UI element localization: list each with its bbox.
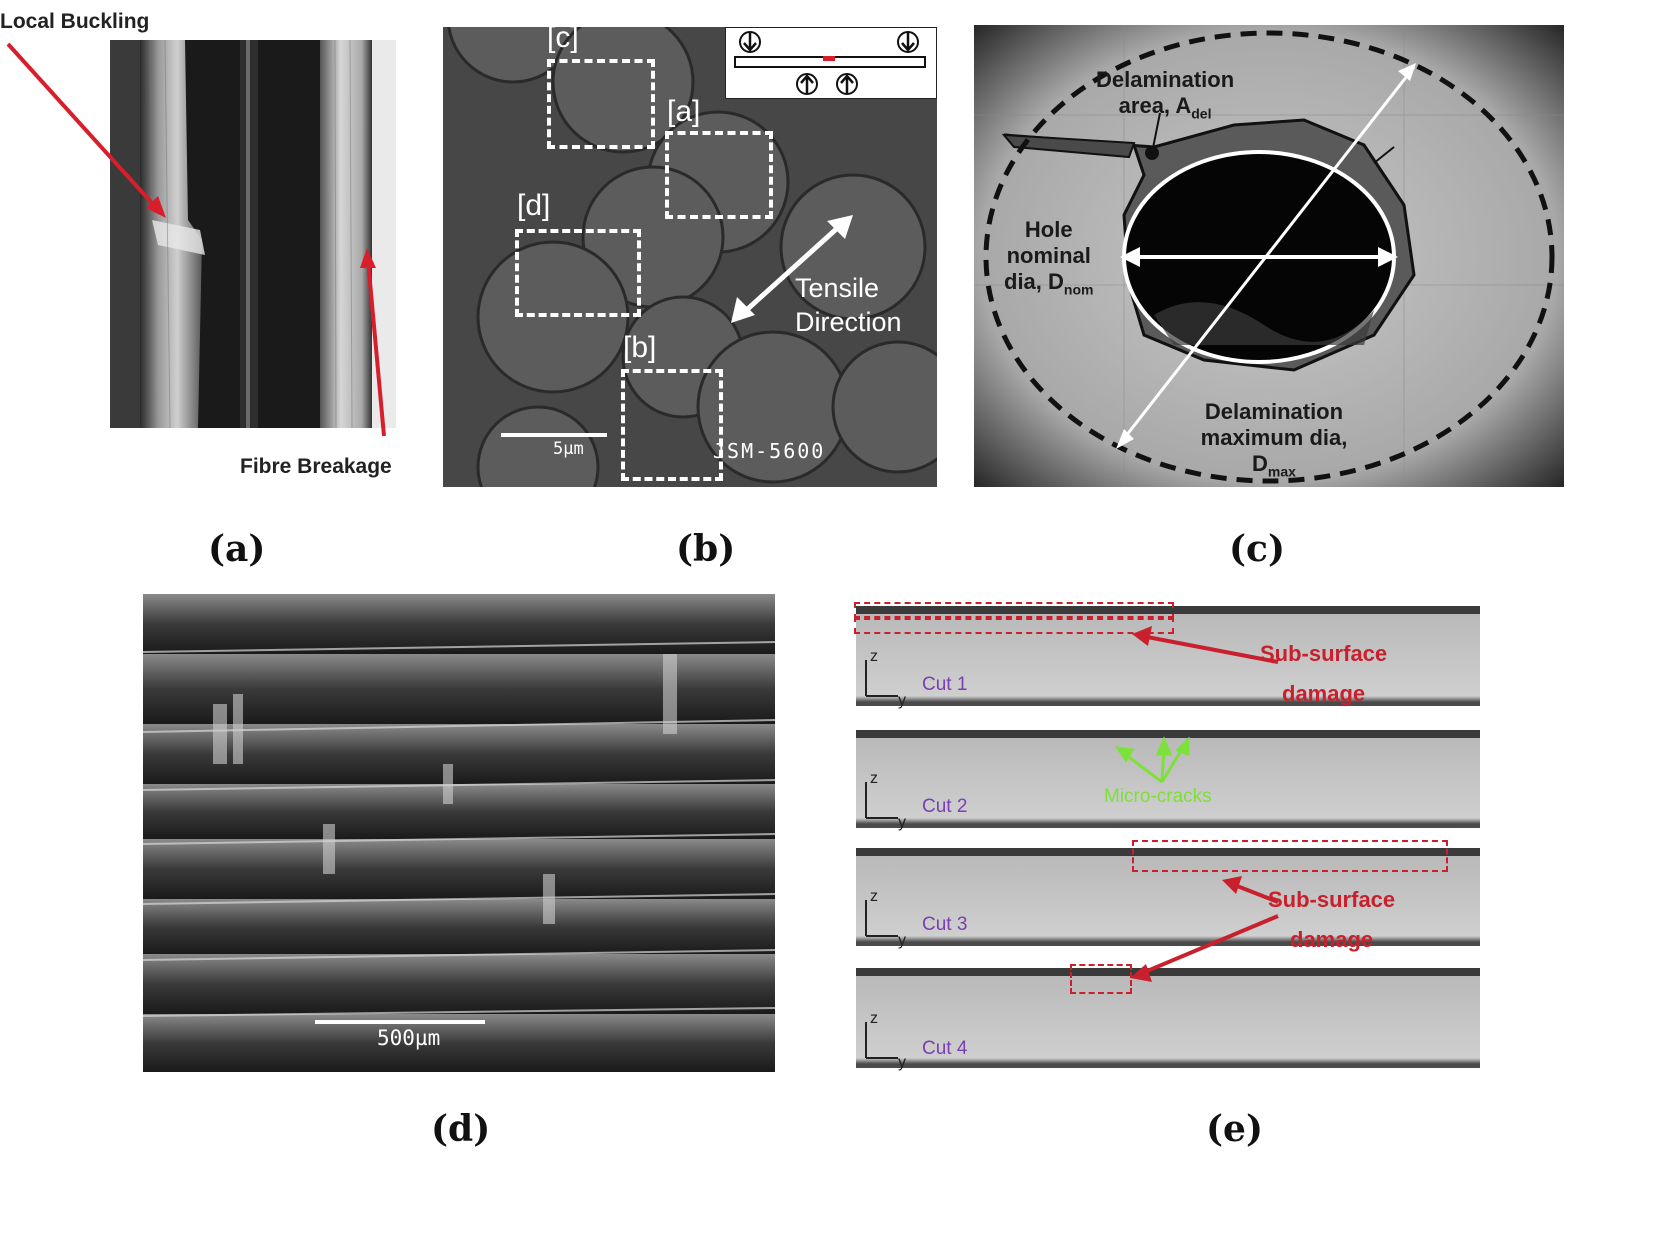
panel-d: 500µm xyxy=(143,594,775,1072)
box-b-label: [b] xyxy=(623,331,657,364)
scale-label: 5µm xyxy=(553,439,584,459)
subsurface-2-line2: damage xyxy=(1290,927,1374,952)
cut-strip-3 xyxy=(856,848,1480,946)
delam-area-label: Delamination area, Adel xyxy=(1096,67,1234,126)
delam-max-line1: Delamination xyxy=(1204,399,1344,424)
panel-a-arrows xyxy=(6,42,386,437)
panel-b-caption: (b) xyxy=(676,528,736,570)
tensile-direction-arrow xyxy=(731,215,853,323)
cut-label-2: Cut 2 xyxy=(922,796,968,817)
tensile-label-2: Direction xyxy=(795,307,902,337)
delam-max-line2: maximum dia, xyxy=(1200,425,1348,450)
box-d xyxy=(515,229,641,317)
axis-z-1: z xyxy=(870,648,878,665)
axis-y-4: y xyxy=(898,1054,906,1071)
scale-bar xyxy=(315,1020,485,1024)
scale-label: 500µm xyxy=(377,1026,441,1050)
microcracks-label: Micro-cracks xyxy=(1104,786,1212,807)
box-c-label: [c] xyxy=(547,27,579,54)
axis-z-4: z xyxy=(870,1010,878,1027)
damage-box-4 xyxy=(1070,964,1132,994)
panel-d-caption: (d) xyxy=(431,1108,491,1150)
hole-line1: Hole xyxy=(1024,217,1073,242)
panel-b: [c] [a] [d] [b] Tensile Direction 5µm JS… xyxy=(443,27,937,487)
subsurface-1-line2: damage xyxy=(1282,681,1366,706)
axis-y-1: y xyxy=(898,692,906,709)
panel-c-caption: (c) xyxy=(1229,528,1285,570)
axis-y-2: y xyxy=(898,814,906,831)
panel-a-image xyxy=(110,40,396,428)
cut-label-4: Cut 4 xyxy=(922,1038,968,1059)
panel-e: z y z y z y z y Cut 1 Cut 2 Cut 3 Cut 4 … xyxy=(850,596,1490,1086)
local-buckling-label: Local Buckling xyxy=(0,10,150,33)
box-b xyxy=(621,369,723,481)
scale-bar xyxy=(501,433,607,437)
tensile-label-1: Tensile xyxy=(795,273,880,303)
cut-label-1: Cut 1 xyxy=(922,674,968,695)
box-d-label: [d] xyxy=(517,189,551,222)
cut-strip-1 xyxy=(856,606,1480,706)
axis-z-3: z xyxy=(870,888,878,905)
delam-area-line1: Delamination xyxy=(1096,67,1235,92)
hole-line2: nominal xyxy=(1006,243,1091,268)
panel-a: Local Buckling Fibre Breakage xyxy=(0,0,440,520)
panel-c-image xyxy=(974,25,1564,487)
panel-a-caption: (a) xyxy=(208,528,266,570)
delam-max-label: Delamination maximum dia, Dmax xyxy=(1164,399,1384,484)
damage-box-1a xyxy=(854,602,1174,620)
fibre-breakage-label: Fibre Breakage xyxy=(240,455,392,478)
subsurface-label-1: Sub-surface damage xyxy=(1260,634,1387,714)
subsurface-2-line1: Sub-surface xyxy=(1268,887,1396,912)
panel-d-sem-image xyxy=(143,594,775,1072)
box-a xyxy=(665,131,773,219)
panel-e-arrows xyxy=(865,626,1279,1059)
subsurface-label-2: Sub-surface damage xyxy=(1268,880,1395,960)
axis-z-2: z xyxy=(870,770,878,787)
subsurface-1-line1: Sub-surface xyxy=(1260,641,1388,666)
panel-c: Delamination area, Adel Hole nominal dia… xyxy=(974,25,1564,487)
hole-line3: dia, Dnom xyxy=(1004,269,1094,298)
loading-schematic xyxy=(725,27,937,99)
cut-label-3: Cut 3 xyxy=(922,914,968,935)
cut-strip-4 xyxy=(856,968,1480,1068)
hole-dia-label: Hole nominal dia, Dnom xyxy=(1004,217,1093,302)
damage-box-1b xyxy=(854,616,1174,634)
panel-b-sem-image xyxy=(443,27,937,487)
panel-e-caption: (e) xyxy=(1206,1108,1263,1150)
instrument-label: JSM-5600 xyxy=(713,439,826,463)
delam-max-line3: Dmax xyxy=(1252,451,1296,480)
axis-y-3: y xyxy=(898,932,906,949)
box-c xyxy=(547,59,655,149)
box-a-label: [a] xyxy=(667,95,701,128)
delam-area-line2: area, Adel xyxy=(1118,93,1212,122)
damage-box-3 xyxy=(1132,840,1448,872)
